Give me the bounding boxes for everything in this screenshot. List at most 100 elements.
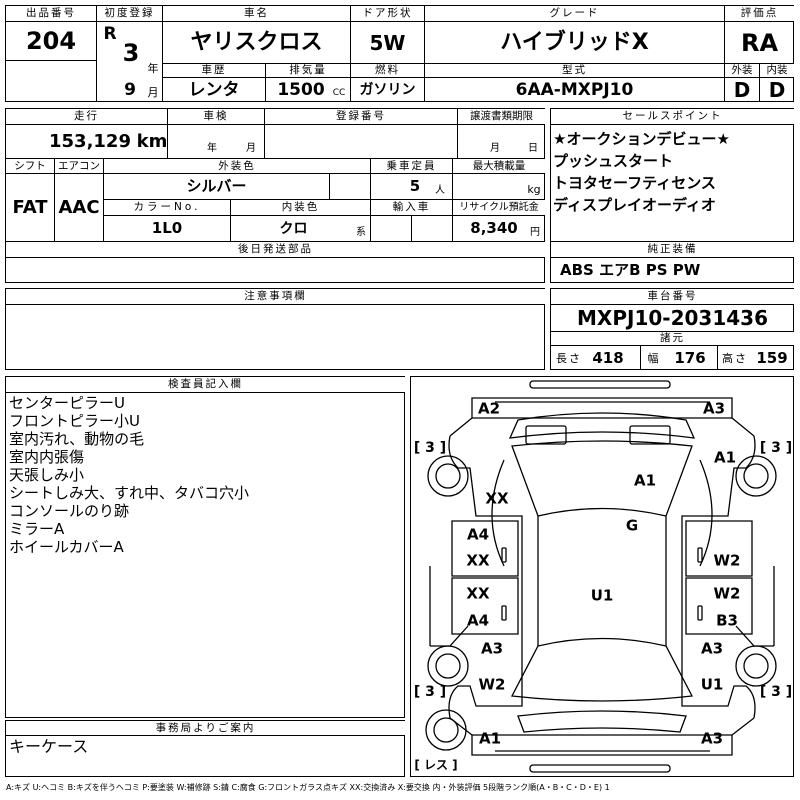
inspector-frame [5, 376, 405, 718]
inspector-label: 検査員記入欄 [6, 377, 405, 392]
era: R [103, 23, 117, 44]
damage-label: A1 [633, 471, 657, 490]
legend: A:キズ U:ヘコミ B:キズを伴うヘコミ P:要塗装 W:補修跡 S:錆 C:… [6, 783, 610, 792]
inspector-note: 室内汚れ、動物の毛 [9, 430, 145, 448]
score-label: 評価点 [725, 6, 794, 21]
exterior-score-label: 外装 [725, 64, 759, 77]
first-registration-label: 初度登録 [97, 6, 162, 21]
tire-mark: [ 3 ] [413, 440, 447, 456]
width-value: 176 [674, 348, 706, 367]
inspection-year-unit: 年 [207, 143, 217, 154]
inspection-month-unit: 月 [246, 143, 256, 154]
max-load-unit: kg [527, 182, 541, 196]
office-frame [5, 720, 405, 777]
displacement-label: 排気量 [266, 64, 350, 77]
sales-point-item: ★オークションデビュー★ [553, 130, 730, 148]
door-type-label: ドア形状 [351, 6, 424, 21]
displacement: 1500 [277, 79, 325, 100]
aircon: AAC [58, 196, 100, 218]
damage-label: U1 [590, 586, 614, 605]
interior-score-label: 内装 [760, 64, 794, 77]
tire-mark: [ 3 ] [759, 440, 793, 456]
capacity-unit: 人 [435, 185, 445, 196]
color-number: 1L0 [151, 219, 183, 237]
recycle-label: リサイクル預託金 [453, 200, 545, 215]
tire-mark: [ 3 ] [759, 684, 793, 700]
later-parts-label: 後日発送部品 [6, 242, 545, 257]
shift: FAT [12, 196, 48, 218]
fuel-label: 燃料 [351, 64, 424, 77]
damage-label: A3 [700, 729, 724, 748]
history: レンタ [188, 79, 240, 100]
equipment-value: ABS エアB PS PW [560, 261, 701, 279]
mileage: 153,129 [49, 131, 131, 152]
exterior-score: D [733, 78, 751, 102]
damage-label: A4 [466, 611, 490, 630]
import-label: 輸入車 [371, 200, 452, 215]
damage-label: U1 [700, 675, 724, 694]
aircon-label: エアコン [55, 159, 103, 173]
car-diagram-frame [410, 376, 794, 777]
chassis-number: MXPJ10-2031436 [577, 306, 768, 330]
mileage-label: 走行 [6, 109, 167, 124]
interior-color-unit: 系 [356, 227, 366, 238]
inspector-note: 天張しみ小 [9, 466, 85, 484]
height-value: 159 [756, 348, 788, 367]
model-label: 型式 [425, 64, 724, 77]
door-type: 5W [369, 30, 406, 55]
height-label: 高さ [722, 351, 748, 365]
inspector-note: フロントピラー小U [9, 412, 140, 430]
grade: ハイブリッドX [500, 29, 649, 55]
damage-label: XX [485, 489, 509, 508]
damage-label: A3 [700, 639, 724, 658]
car-name-label: 車名 [163, 6, 350, 21]
car-name: ヤリスクロス [190, 29, 323, 55]
chassis-frame [550, 288, 794, 370]
length-value: 418 [592, 348, 624, 367]
max-load-label: 最大積載量 [453, 159, 545, 173]
inspector-note: ホイールカバーA [9, 538, 124, 556]
sales-point-item: ディスプレイオーディオ [553, 196, 716, 214]
interior-color: クロ [279, 220, 308, 237]
model-code: 6AA-MXPJ10 [515, 79, 634, 100]
shift-label: シフト [6, 159, 54, 173]
damage-label: XX [466, 584, 490, 603]
car-diagram [425, 380, 777, 773]
inspector-note: コンソールのり跡 [9, 502, 130, 520]
tire-mark: [ レス ] [414, 758, 458, 772]
caution-label: 注意事項欄 [6, 289, 545, 304]
sales-points-frame [550, 108, 794, 283]
sales-point-item: トヨタセーフティセンス [553, 174, 716, 192]
sales-point-item: プッシュスタート [553, 152, 674, 170]
equipment-label: 純正装備 [551, 242, 794, 257]
recycle-fee: 8,340 [470, 219, 518, 237]
mileage-unit: km [136, 131, 168, 152]
grade-label: グレード [425, 6, 724, 21]
tire-mark: [ 3 ] [413, 684, 447, 700]
capacity-label: 乗車定員 [371, 159, 452, 173]
office-label: 事務局よりご案内 [6, 721, 405, 735]
fuel: ガソリン [359, 82, 416, 98]
damage-label: W2 [713, 584, 741, 603]
transfer-day-unit: 日 [528, 143, 538, 154]
damage-label: W2 [713, 551, 741, 570]
damage-label: XX [466, 551, 490, 570]
registration-month: 9 [124, 79, 136, 100]
interior-score: D [768, 78, 786, 102]
transfer-deadline-label: 譲渡書類期限 [458, 109, 545, 124]
damage-label: A4 [466, 525, 490, 544]
damage-label: G [625, 516, 639, 535]
displacement-unit: CC [332, 87, 346, 98]
recycle-unit: 円 [530, 227, 540, 238]
registration-year: 3 [122, 39, 140, 67]
length-label: 長さ [556, 351, 582, 365]
inspector-note: ミラーA [9, 520, 65, 538]
year-unit: 年 [147, 61, 159, 75]
capacity: 5 [409, 177, 421, 195]
caution-frame [5, 288, 545, 370]
exterior-color: シルバー [186, 177, 247, 195]
registration-number-label: 登録番号 [265, 109, 457, 124]
damage-label: A3 [702, 399, 726, 418]
header-frame [5, 5, 794, 102]
lot-number-label: 出品番号 [6, 6, 96, 21]
